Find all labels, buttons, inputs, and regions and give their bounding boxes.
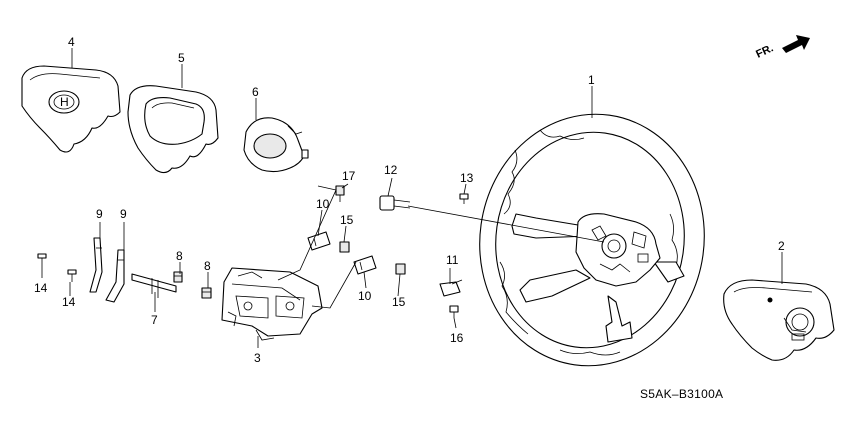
part-10-clips (307, 231, 377, 275)
honda-logo: H (60, 95, 69, 109)
part-15-bolts (339, 241, 406, 275)
callout-13: 13 (460, 171, 474, 185)
direction-indicator: FR. (754, 35, 810, 61)
callout-14a: 14 (34, 281, 48, 295)
callout-17: 17 (342, 169, 356, 183)
callout-16: 16 (450, 331, 464, 345)
part-17-bolt (335, 185, 345, 202)
part-3-bracket (221, 267, 323, 341)
leader-lines (41, 48, 783, 348)
callout-labels: 4 5 6 1 2 3 7 8 8 9 9 14 14 10 10 15 15 … (34, 35, 785, 365)
callout-10a: 10 (316, 197, 330, 211)
part-11-connector (439, 279, 463, 297)
callout-15b: 15 (392, 295, 406, 309)
direction-label: FR. (754, 42, 775, 60)
diagram-code: S5AK–B3100A (640, 387, 723, 401)
part-4-airbag-cover: H (21, 65, 121, 153)
part-5-cover-case (127, 85, 219, 174)
callout-9b: 9 (120, 207, 127, 221)
part-9-brackets (89, 237, 125, 303)
part-14-screws (37, 253, 77, 282)
part-13-screw (459, 193, 469, 204)
callout-2: 2 (778, 239, 785, 253)
callout-15a: 15 (340, 213, 354, 227)
callout-5: 5 (178, 51, 185, 65)
callout-10b: 10 (358, 289, 372, 303)
callout-6: 6 (252, 85, 259, 99)
callout-8b: 8 (204, 259, 211, 273)
callout-12: 12 (384, 163, 398, 177)
callout-8a: 8 (176, 249, 183, 263)
part-7-bar (131, 273, 177, 298)
part-6-small-cover (243, 117, 309, 173)
part-16-screw (449, 305, 459, 318)
callout-11: 11 (446, 253, 459, 267)
callout-7: 7 (151, 313, 158, 327)
arrow-right-icon (782, 35, 810, 53)
part-2-driver-airbag (723, 279, 835, 361)
callout-4: 4 (68, 35, 75, 49)
callout-1: 1 (588, 73, 595, 87)
callout-14b: 14 (62, 295, 76, 309)
callout-3: 3 (254, 351, 261, 365)
part-12-bolt (379, 195, 411, 211)
part-8-nuts (173, 271, 212, 299)
callout-9a: 9 (96, 207, 103, 221)
part-1-steering-wheel (479, 113, 705, 367)
